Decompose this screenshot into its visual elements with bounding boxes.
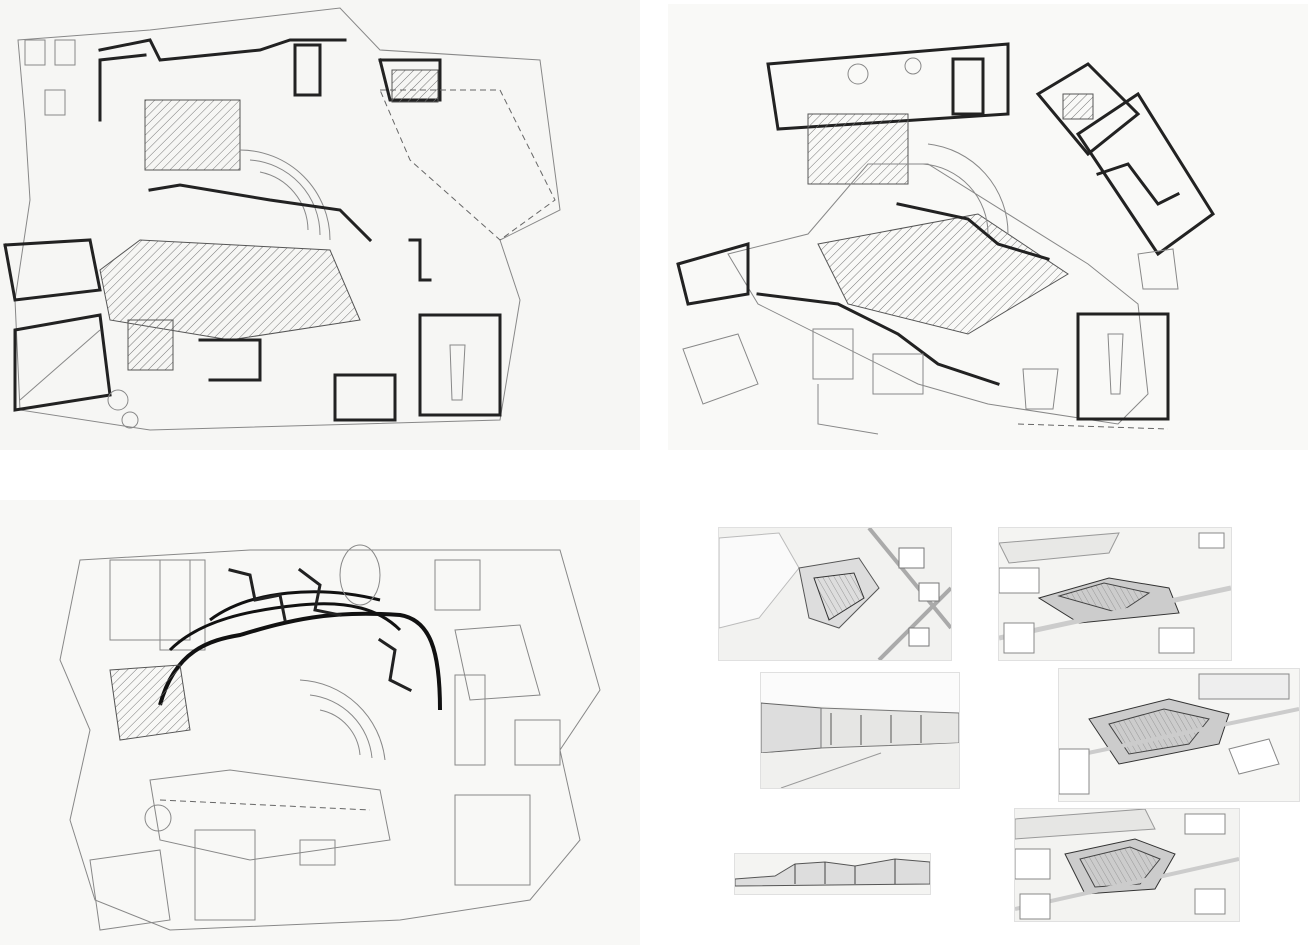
street-level-render xyxy=(760,672,960,789)
circulation-overlay-sketch xyxy=(0,500,640,945)
aerial-render-2 xyxy=(998,527,1232,661)
render-icon xyxy=(735,854,930,894)
floor-plan-icon xyxy=(3,7,561,431)
render-icon xyxy=(1015,809,1239,921)
3d-massing-renders xyxy=(668,500,1308,945)
aerial-render-1 xyxy=(718,527,952,661)
render-icon xyxy=(999,528,1231,660)
render-icon xyxy=(761,673,959,788)
aerial-render-4 xyxy=(1014,808,1240,922)
floor-plan-icon xyxy=(676,42,1216,435)
ground-floor-plan-sketch xyxy=(0,0,640,450)
floor-plan-icon xyxy=(59,544,601,931)
aerial-render-3 xyxy=(1058,668,1300,802)
upper-floor-plan-sketch xyxy=(668,4,1308,450)
render-icon xyxy=(1059,669,1299,801)
render-icon xyxy=(719,528,951,660)
elevation-render xyxy=(734,853,931,895)
